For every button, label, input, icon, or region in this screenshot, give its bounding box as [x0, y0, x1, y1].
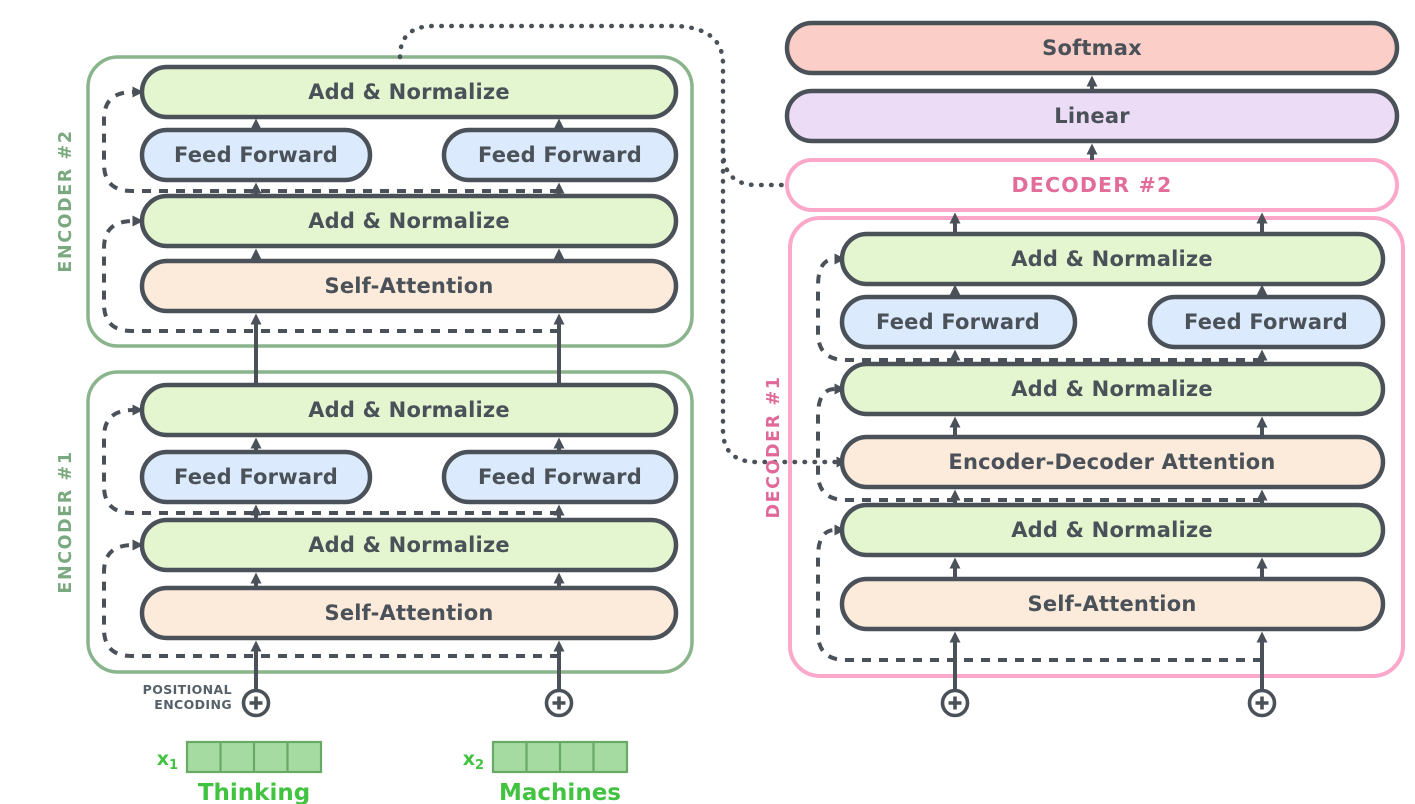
- positional-encoding-nodes: [241, 688, 1277, 718]
- dec1-encoder-decoder-attention-pill: [839, 434, 1386, 490]
- input-embeddings: [185, 740, 629, 774]
- residual-dashed-path: [816, 253, 1262, 362]
- plus-circle-icon: [940, 688, 970, 718]
- positional-encoding-line1: POSITIONAL: [143, 682, 232, 697]
- decoder1-blocks: Add & Normalize Feed Forward Feed Forwar…: [839, 231, 1386, 632]
- plus-circle-icon: [1247, 688, 1277, 718]
- x2-vector-label: x2: [463, 748, 484, 773]
- enc2-add-normalize-top-label: Add & Normalize: [308, 80, 510, 104]
- dec1-self-attention-pill: [839, 576, 1386, 632]
- decoder1-rotated-label: DECODER #1: [764, 375, 784, 518]
- enc1-add-normalize-bottom-pill: [139, 517, 679, 573]
- x1-vector-label: x1: [157, 748, 178, 773]
- decoder2-label: DECODER #2: [1012, 173, 1173, 197]
- plus-circle-icon: [241, 688, 271, 718]
- enc1-feed-forward-right-label: Feed Forward: [478, 465, 642, 489]
- embedding-vector-x2: [491, 740, 629, 774]
- dec1-feed-forward-right-pill: [1147, 294, 1386, 350]
- encoder2-rotated-label: ENCODER #2: [56, 129, 76, 272]
- residual-dashed-path: [102, 404, 559, 515]
- linear-label: Linear: [1054, 104, 1130, 128]
- encoder2-blocks: Add & Normalize Feed Forward Feed Forwar…: [139, 64, 679, 314]
- enc2-self-attention-label: Self-Attention: [325, 274, 494, 298]
- enc2-feed-forward-right-label: Feed Forward: [478, 143, 642, 167]
- dec1-add-normalize-bottom-label: Add & Normalize: [1011, 518, 1213, 542]
- residual-dashed-path: [816, 524, 1262, 662]
- dec1-add-normalize-bottom-pill: [839, 502, 1386, 558]
- dec1-encoder-decoder-attention-label: Encoder-Decoder Attention: [948, 450, 1275, 474]
- dec1-add-normalize-middle-label: Add & Normalize: [1011, 377, 1213, 401]
- enc1-add-normalize-top-label: Add & Normalize: [308, 398, 510, 422]
- enc2-add-normalize-bottom-label: Add & Normalize: [308, 209, 510, 233]
- dec1-feed-forward-left-label: Feed Forward: [876, 310, 1040, 334]
- positional-encoding-line2: ENCODING: [154, 697, 232, 712]
- softmax-pill: [784, 20, 1400, 76]
- dec1-self-attention-label: Self-Attention: [1028, 592, 1197, 616]
- residual-dashed-path: [102, 86, 559, 193]
- input-word-machines: Machines: [499, 780, 621, 804]
- enc1-feed-forward-left-label: Feed Forward: [174, 465, 338, 489]
- residual-dashed-path: [816, 383, 1262, 502]
- encoder1-blocks: Add & Normalize Feed Forward Feed Forwar…: [139, 382, 679, 641]
- dec1-add-normalize-middle-pill: [839, 361, 1386, 417]
- dec1-add-normalize-top-label: Add & Normalize: [1011, 247, 1213, 271]
- enc2-feed-forward-left-label: Feed Forward: [174, 143, 338, 167]
- enc2-add-normalize-top-pill: [139, 64, 679, 120]
- enc1-self-attention-pill: [139, 585, 679, 641]
- plus-circle-icon: [544, 688, 574, 718]
- dec1-feed-forward-left-pill: [839, 294, 1078, 350]
- flow-arrows: [250, 75, 1268, 689]
- enc1-add-normalize-top-pill: [139, 382, 679, 438]
- residual-connections: [102, 86, 1262, 662]
- dec1-add-normalize-top-pill: [839, 231, 1386, 287]
- embedding-vector-x1: [185, 740, 323, 774]
- enc1-add-normalize-bottom-label: Add & Normalize: [308, 533, 510, 557]
- enc1-self-attention-label: Self-Attention: [325, 601, 494, 625]
- encoder-output-dotted-branch: [720, 147, 831, 191]
- input-word-thinking: Thinking: [198, 780, 310, 804]
- softmax-label: Softmax: [1042, 36, 1142, 60]
- encoder-output-dotted-path: [397, 23, 848, 468]
- output-head: Softmax Linear DECODER #2: [784, 20, 1400, 212]
- encoder1-rotated-label: ENCODER #1: [56, 450, 76, 593]
- encoder-to-decoder-connection: [397, 23, 848, 468]
- enc2-add-normalize-bottom-pill: [139, 193, 679, 249]
- enc2-self-attention-pill: [139, 258, 679, 314]
- positional-encoding-caption: POSITIONAL ENCODING: [143, 682, 232, 712]
- dec1-feed-forward-right-label: Feed Forward: [1184, 310, 1348, 334]
